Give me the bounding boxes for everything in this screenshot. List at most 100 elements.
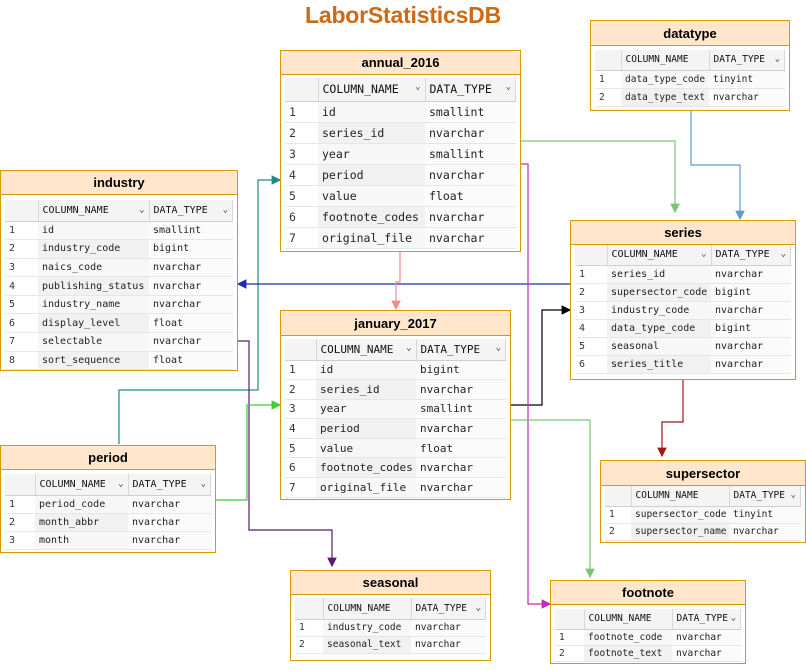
chevron-down-icon[interactable]: ⌄ bbox=[701, 249, 707, 260]
chevron-down-icon[interactable]: ⌄ bbox=[780, 249, 786, 260]
column-name-cell: id bbox=[316, 360, 416, 381]
data-type-header[interactable]: DATA_TYPE⌄ bbox=[729, 486, 801, 507]
column-name-header[interactable]: COLUMN_NAME bbox=[323, 598, 412, 620]
column-name-cell: supersector_name bbox=[631, 523, 729, 541]
data-type-header[interactable]: DATA_TYPE⌄ bbox=[672, 609, 741, 630]
column-name-header[interactable]: COLUMN_NAME⌄ bbox=[316, 339, 417, 361]
column-name-cell: period_code bbox=[35, 495, 128, 514]
chevron-down-icon[interactable]: ⌄ bbox=[495, 342, 501, 353]
chevron-down-icon[interactable]: ⌄ bbox=[505, 82, 511, 93]
column-name-header[interactable]: COLUMN_NAME⌄ bbox=[607, 245, 712, 266]
column-name-header[interactable]: COLUMN_NAME bbox=[621, 50, 710, 71]
chevron-down-icon[interactable]: ⌄ bbox=[415, 82, 421, 93]
data-type-header[interactable]: DATA_TYPE⌄ bbox=[149, 200, 233, 222]
row-number: 6 bbox=[5, 313, 38, 334]
data-type-cell: nvarchar bbox=[149, 295, 233, 315]
data-type-header[interactable]: DATA_TYPE⌄ bbox=[711, 245, 791, 266]
data-type-cell: nvarchar bbox=[425, 206, 516, 228]
data-type-cell: nvarchar bbox=[128, 513, 211, 532]
data-type-header[interactable]: DATA_TYPE⌄ bbox=[709, 50, 785, 71]
data-type-header[interactable]: DATA_TYPE⌄ bbox=[416, 339, 506, 361]
data-type-header[interactable]: DATA_TYPE⌄ bbox=[425, 78, 516, 102]
chevron-down-icon[interactable]: ⌄ bbox=[774, 54, 780, 65]
edge-annual-to-footnote bbox=[520, 163, 552, 609]
rownum-header bbox=[285, 78, 319, 102]
table-title: series bbox=[571, 221, 795, 245]
data-type-header[interactable]: DATA_TYPE⌄ bbox=[128, 474, 211, 496]
edge-datatype-to-series bbox=[690, 111, 745, 221]
column-name-cell: selectable bbox=[38, 332, 149, 352]
column-name-cell: period bbox=[316, 418, 416, 439]
chevron-down-icon[interactable]: ⌄ bbox=[475, 602, 481, 613]
column-name-header[interactable]: COLUMN_NAME⌄ bbox=[35, 474, 129, 496]
chevron-down-icon[interactable]: ⌄ bbox=[118, 478, 124, 489]
data-type-cell: smallint bbox=[416, 399, 506, 420]
column-name-header[interactable]: COLUMN_NAME⌄ bbox=[38, 200, 150, 222]
chevron-down-icon[interactable]: ⌄ bbox=[222, 204, 228, 215]
chevron-down-icon[interactable]: ⌄ bbox=[200, 478, 206, 489]
row-number: 5 bbox=[285, 438, 316, 459]
chevron-down-icon[interactable]: ⌄ bbox=[139, 204, 145, 215]
chevron-down-icon[interactable]: ⌄ bbox=[730, 613, 736, 624]
column-name-cell: seasonal_text bbox=[323, 636, 411, 654]
rownum-header bbox=[555, 609, 585, 630]
data-type-header[interactable]: DATA_TYPE⌄ bbox=[411, 598, 486, 620]
column-name-header[interactable]: COLUMN_NAME bbox=[584, 609, 673, 630]
column-name-cell: industry_code bbox=[323, 619, 411, 637]
row-number: 3 bbox=[285, 143, 318, 165]
chevron-down-icon[interactable]: ⌄ bbox=[790, 490, 796, 501]
column-name-header[interactable]: COLUMN_NAME⌄ bbox=[318, 78, 426, 102]
column-name-header[interactable]: COLUMN_NAME bbox=[631, 486, 730, 507]
row-number: 5 bbox=[5, 295, 38, 315]
chevron-down-icon[interactable]: ⌄ bbox=[406, 342, 412, 353]
